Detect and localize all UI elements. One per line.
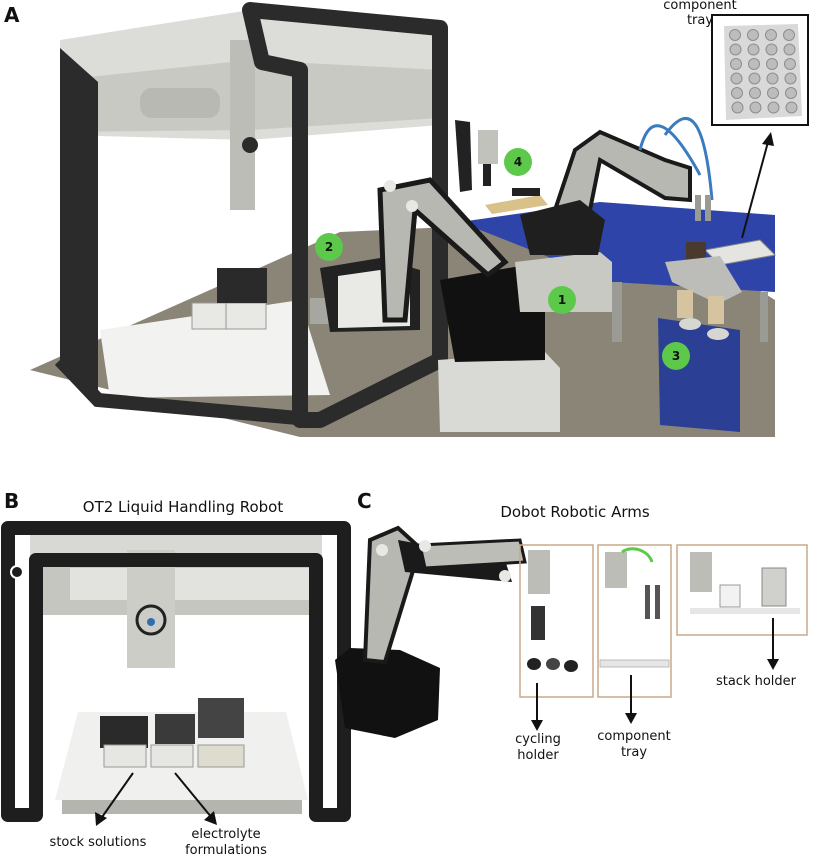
arrow-electrolyte — [174, 772, 213, 819]
robot-arm-4 — [455, 120, 472, 192]
tray-well — [784, 72, 797, 85]
tray-well — [766, 58, 778, 70]
marker-1-label: 1 — [558, 293, 566, 307]
cycling-holder-label-line2: holder — [517, 748, 559, 763]
marker-4-label: 4 — [514, 155, 522, 169]
marker-2: 2 — [315, 233, 343, 261]
tray-well — [749, 87, 761, 99]
component-tray-c-label-line1: component — [597, 729, 671, 744]
panel-b-title: OT2 Liquid Handling Robot — [83, 498, 284, 516]
cycling-holder-label-line1: cycling — [515, 732, 561, 747]
tray-well — [748, 72, 761, 85]
component-tray-top-line2: tray — [687, 13, 713, 28]
marker-2-label: 2 — [325, 240, 333, 254]
arm-stand-1 — [438, 352, 560, 432]
tray-well — [730, 58, 742, 70]
tray-well — [730, 72, 743, 85]
marker-1: 1 — [548, 286, 576, 314]
panel-b: B OT2 Liquid Handling Robot stock soluti… — [1, 489, 351, 858]
arrow-stock — [99, 772, 134, 821]
tray-well — [783, 43, 796, 56]
tray-well — [767, 87, 779, 99]
tray-well — [783, 29, 795, 41]
tray-well — [729, 43, 742, 56]
tray-well — [785, 87, 797, 99]
marker-4: 4 — [504, 148, 532, 176]
dobot-arm-c — [335, 525, 550, 738]
status-light-icon — [10, 565, 24, 579]
stack-holder-box — [676, 544, 808, 636]
tray-well — [784, 58, 796, 70]
cycling-stage — [485, 195, 548, 214]
tray-well — [731, 101, 744, 114]
tray-wells — [729, 29, 798, 114]
tray-well — [748, 58, 760, 70]
tray-well — [766, 72, 779, 85]
panel-c: C Dobot Robotic Arms — [335, 489, 808, 763]
panel-c-letter: C — [357, 489, 372, 513]
panel-c-title: Dobot Robotic Arms — [500, 503, 650, 521]
tray-well — [765, 43, 778, 56]
stack-holder-label: stack holder — [716, 674, 797, 689]
panel-a-letter: A — [4, 3, 20, 27]
tray-well — [765, 29, 777, 41]
marker-3: 3 — [662, 342, 690, 370]
tray-well — [749, 101, 762, 114]
ot2-robot-a — [54, 2, 448, 428]
tray-well — [731, 87, 743, 99]
arrow-to-inset — [741, 141, 769, 239]
electrolyte-label-line1: electrolyte — [191, 827, 260, 842]
cycling-holder-box — [519, 544, 594, 698]
electrolyte-label-line2: formulations — [185, 843, 267, 858]
component-tray-top-line1: component — [663, 0, 737, 13]
tray-well — [767, 101, 780, 114]
panel-b-letter: B — [4, 489, 19, 513]
component-tray-box — [597, 544, 672, 698]
tray-well — [785, 101, 798, 114]
marker-3-label: 3 — [672, 349, 680, 363]
tray-well — [747, 43, 760, 56]
component-tray-c-label-line2: tray — [621, 745, 647, 760]
ot2-robot-b — [1, 521, 351, 822]
robot-arm-1 — [377, 177, 509, 323]
tray-well — [747, 29, 759, 41]
tray-well — [729, 29, 741, 41]
panel-a: A — [4, 0, 809, 437]
stock-solutions-label: stock solutions — [50, 835, 147, 850]
